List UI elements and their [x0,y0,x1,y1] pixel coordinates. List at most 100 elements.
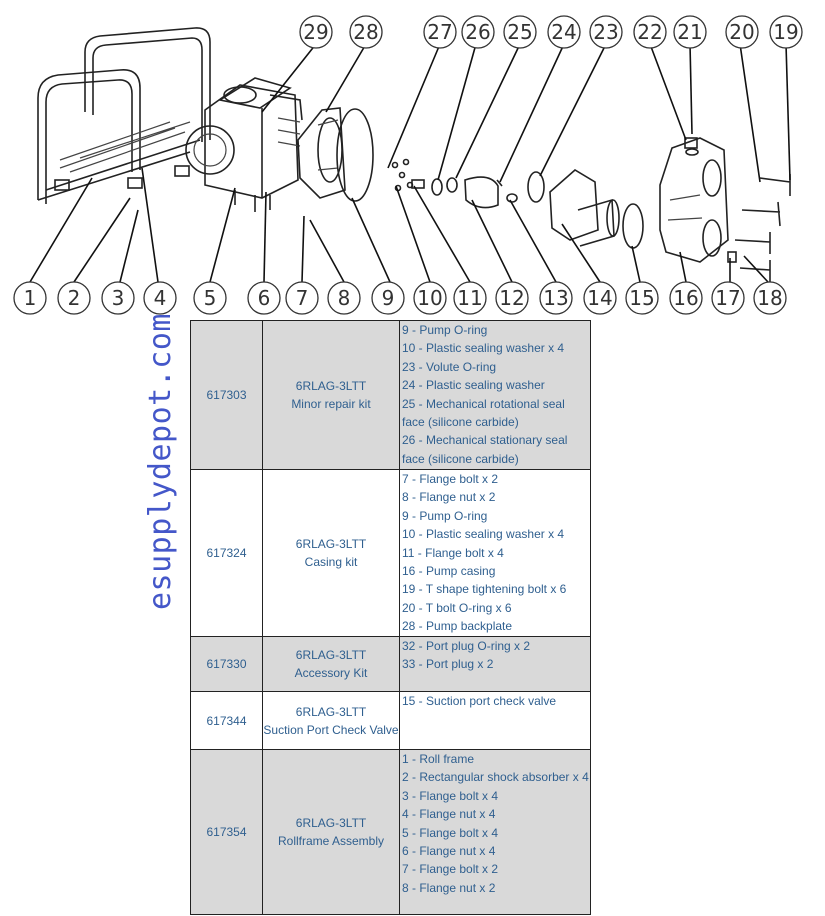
list-item: 32 - Port plug O-ring x 2 [402,639,531,653]
table-row: 617354 6RLAG-3LTT Rollframe Assembly 1 -… [190,749,591,915]
list-item: 10 - Plastic sealing washer x 4 [402,527,565,542]
callout-2: 2 [57,281,91,315]
svg-text:3: 3 [112,286,125,310]
svg-text:12: 12 [499,286,524,310]
callout-6: 6 [247,281,281,315]
pump-casing-drawing [659,137,729,263]
callout-5: 5 [193,281,227,315]
part-number: 617344 [190,691,263,750]
kit-model: 6RLAG-3LTT [295,816,367,830]
callout-22: 22 [633,15,667,49]
svg-text:29: 29 [303,20,328,44]
kit-contents: 15 - Suction port check valve [399,691,591,750]
svg-text:5: 5 [204,286,217,310]
callout-12: 12 [495,281,529,315]
list-item: 19 - T shape tightening bolt x 6 [402,582,567,597]
leader-lines-top [261,43,791,183]
callout-11: 11 [453,281,487,315]
kit-name: 6RLAG-3LTT Rollframe Assembly [262,749,400,915]
svg-text:15: 15 [629,286,654,310]
check-valve-drawing [622,203,644,249]
callout-7: 7 [285,281,319,315]
list-item: 20 - T bolt O-ring x 6 [402,600,512,615]
kit-description: Accessory Kit [294,666,368,680]
kit-model: 6RLAG-3LTT [295,648,367,662]
list-item: 5 - Flange bolt x 4 [402,825,499,840]
list-item: 1 - Roll frame [402,752,475,766]
kit-name: 6RLAG-3LTT Minor repair kit [262,320,400,470]
svg-text:22: 22 [637,20,662,44]
kit-model: 6RLAG-3LTT [295,704,367,719]
svg-text:9: 9 [382,286,395,310]
svg-text:16: 16 [673,286,698,310]
pump-backplate-drawing [297,107,346,199]
leader-lines-bottom [29,167,769,283]
svg-text:4: 4 [154,286,167,310]
table-row: 617303 6RLAG-3LTT Minor repair kit 9 - P… [190,320,591,470]
callout-27: 27 [423,15,457,49]
callout-14: 14 [583,281,617,315]
svg-text:13: 13 [543,286,568,310]
callout-25: 25 [503,15,537,49]
svg-text:21: 21 [677,20,702,44]
list-item: 26 - Mechanical stationary seal face (si… [402,433,568,466]
kit-contents: 9 - Pump O-ring 10 - Plastic sealing was… [399,320,591,470]
callout-13: 13 [539,281,573,315]
svg-text:2: 2 [68,286,81,310]
callout-10: 10 [413,281,447,315]
callout-16: 16 [669,281,703,315]
part-number: 617324 [190,469,263,637]
repair-kit-table: 617303 6RLAG-3LTT Minor repair kit 9 - P… [190,320,591,915]
list-item: 23 - Volute O-ring [402,359,497,374]
list-item: 8 - Flange nut x 2 [402,880,496,895]
list-item: 7 - Flange bolt x 2 [402,862,499,877]
engine-drawing [185,77,303,212]
table-row: 617330 6RLAG-3LTT Accessory Kit 32 - Por… [190,636,591,692]
list-item: 7 - Flange bolt x 2 [402,472,499,486]
svg-text:20: 20 [729,20,754,44]
callout-26: 26 [461,15,495,49]
table-row: 617324 6RLAG-3LTT Casing kit 7 - Flange … [190,469,591,637]
watermark-text: esupplydepot.com [143,313,178,610]
callout-19: 19 [769,15,803,49]
list-item: 3 - Flange bolt x 4 [402,788,499,803]
svg-text:11: 11 [457,286,482,310]
kit-model: 6RLAG-3LTT [295,379,367,393]
part-number: 617354 [190,749,263,915]
kit-contents: 32 - Port plug O-ring x 2 33 - Port plug… [399,636,591,692]
kit-description: Minor repair kit [291,397,371,411]
list-item: 10 - Plastic sealing washer x 4 [402,341,565,356]
t-bolts-drawing [727,174,791,282]
svg-text:6: 6 [258,286,271,310]
svg-text:28: 28 [353,20,378,44]
svg-text:7: 7 [296,286,309,310]
kit-model: 6RLAG-3LTT [295,537,367,551]
kit-name: 6RLAG-3LTT Casing kit [262,469,400,637]
list-item: 28 - Pump backplate [402,619,513,634]
callout-3: 3 [101,281,135,315]
small-parts-drawing [391,158,545,209]
callout-21: 21 [673,15,707,49]
svg-text:1: 1 [24,286,37,310]
callout-23: 23 [589,15,623,49]
exploded-parts-diagram: 29 28 27 26 25 24 23 22 21 20 19 1 2 3 4… [13,15,803,315]
kit-name: 6RLAG-3LTT Suction Port Check Valve [262,691,400,750]
callout-28: 28 [349,15,383,49]
kit-description: Rollframe Assembly [277,834,385,848]
part-number: 617303 [190,320,263,470]
table-row: 617344 6RLAG-3LTT Suction Port Check Val… [190,691,591,750]
svg-text:18: 18 [757,286,782,310]
kit-contents: 7 - Flange bolt x 2 8 - Flange nut x 2 9… [399,469,591,637]
list-item: 15 - Suction port check valve [402,694,557,708]
callout-29: 29 [299,15,333,49]
svg-text:26: 26 [465,20,490,44]
callout-4: 4 [143,281,177,315]
svg-text:19: 19 [773,20,798,44]
svg-text:10: 10 [417,286,442,310]
kit-description: Casing kit [304,555,358,569]
list-item: 25 - Mechanical rotational seal face (si… [402,396,565,430]
list-item: 9 - Pump O-ring [402,508,488,523]
list-item: 16 - Pump casing [402,564,496,579]
callout-24: 24 [547,15,581,49]
list-item: 6 - Flange nut x 4 [402,844,496,859]
